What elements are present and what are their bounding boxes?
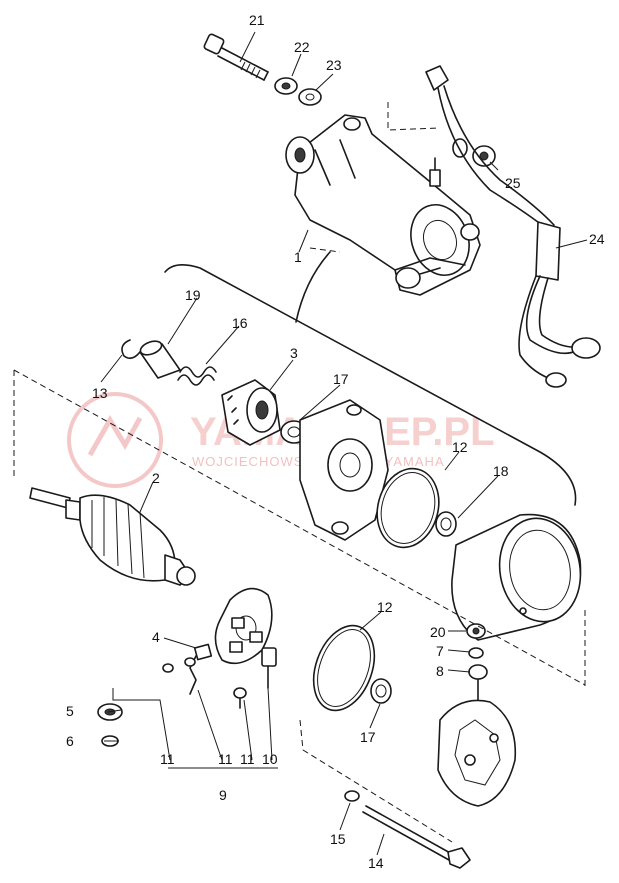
brush-plate (214, 587, 273, 665)
watermark-logo-icon (67, 392, 163, 488)
callout-1: 1 (294, 249, 302, 265)
callout-16: 16 (232, 315, 248, 331)
callout-12-lower: 12 (377, 599, 393, 615)
part-16-spring (177, 366, 217, 386)
callout-7: 7 (436, 643, 444, 659)
part-1-starter-motor (285, 114, 481, 296)
part-17-washer-lower (370, 678, 392, 704)
part-14-through-bolt (362, 805, 471, 869)
part-20-terminal-nut (466, 623, 486, 639)
callout-5: 5 (66, 703, 74, 719)
part-12-o-ring-lower (312, 624, 376, 712)
callout-17-lower: 17 (360, 729, 376, 745)
front-cover (299, 399, 389, 541)
part-10-brush-holder (261, 647, 277, 689)
part-15-washer (344, 790, 360, 802)
rear-cover (437, 699, 517, 807)
callout-24: 24 (589, 231, 605, 247)
part-3-pinion-gear (221, 379, 281, 446)
part-24-cable (425, 65, 601, 388)
part-7-washer (468, 647, 484, 659)
part-2-armature (29, 487, 196, 586)
yoke-housing (451, 513, 582, 641)
callout-19: 19 (185, 287, 201, 303)
callout-3: 3 (290, 345, 298, 361)
leader-lines (100, 31, 588, 856)
callout-17-upper: 17 (333, 371, 349, 387)
callout-23: 23 (326, 57, 342, 73)
assembly-pointer-line (295, 251, 331, 323)
watermark-logo-mark (87, 415, 143, 457)
part-19-bushing (139, 340, 181, 379)
part-18-washer (435, 511, 457, 537)
callout-11-mid: 11 (218, 751, 233, 767)
callout-22: 22 (294, 39, 310, 55)
callout-18: 18 (493, 463, 509, 479)
callout-12-upper: 12 (452, 439, 468, 455)
part-8-insulator (468, 664, 488, 701)
part-4-brush (189, 643, 213, 695)
callout-8: 8 (436, 663, 444, 679)
callout-14: 14 (368, 855, 384, 871)
callout-2: 2 (152, 470, 160, 486)
callout-4: 4 (152, 629, 160, 645)
part-22-lock-washer (274, 77, 298, 95)
alignment-lines (13, 102, 586, 843)
part-21-bolt (203, 33, 269, 81)
callout-20: 20 (430, 624, 446, 640)
callout-labels: 21 22 23 25 24 1 19 16 3 17 13 12 18 2 1… (66, 12, 605, 871)
part-13-circlip (121, 339, 141, 360)
callout-9: 9 (219, 787, 227, 803)
part-23-nut (298, 88, 322, 106)
callout-11-left: 11 (160, 751, 175, 767)
assembly-bracket-line (164, 264, 577, 506)
part-25-terminal-nut (452, 138, 496, 167)
callout-21: 21 (249, 12, 265, 28)
callout-10: 10 (262, 751, 278, 767)
callout-6: 6 (66, 733, 74, 749)
callout-15: 15 (330, 831, 346, 847)
watermark: YAMASKLEP.PL WOJCIECHOWSKI DEALER YAMAHA (67, 392, 495, 488)
part-11-screw-right (233, 687, 247, 709)
part-12-o-ring-upper (376, 467, 440, 549)
part-11-screw-left (162, 657, 196, 673)
callout-11-right: 11 (240, 751, 255, 767)
callout-25: 25 (505, 175, 521, 191)
callout-13: 13 (92, 385, 108, 401)
